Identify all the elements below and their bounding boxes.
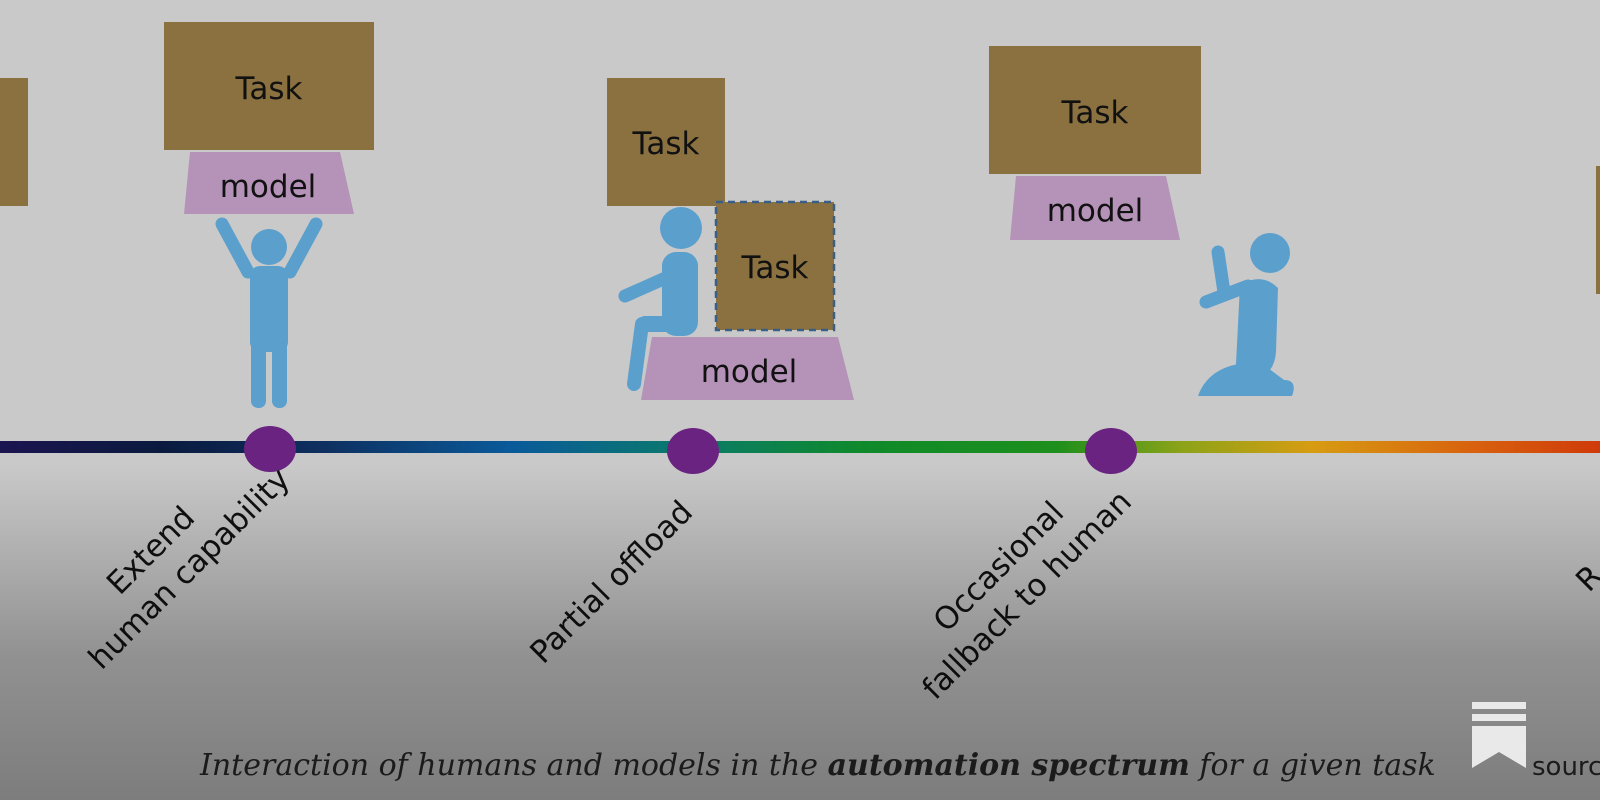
- spectrum-node-fallback: [1085, 428, 1137, 474]
- spectrum-node-partial: [667, 428, 719, 474]
- spectrum-node-extend: [244, 426, 296, 472]
- scene-fallback: Task model: [989, 46, 1294, 396]
- task-box-partial-right: [1596, 166, 1600, 294]
- task-box: [607, 78, 725, 206]
- task-box: [164, 22, 374, 150]
- spectrum-line: [0, 441, 1600, 453]
- bookmark-icon[interactable]: [1470, 702, 1528, 768]
- model-trapezoid: [184, 152, 354, 214]
- task-box-partial-left: [0, 78, 28, 206]
- task-label: Task: [632, 126, 700, 162]
- task-box-dashed: [714, 200, 836, 332]
- scene-extend: Task model: [164, 22, 374, 408]
- caption-bold: automation spectrum: [827, 748, 1190, 783]
- task-box: [989, 46, 1201, 174]
- task2-label: Task: [741, 250, 809, 286]
- task-label: Task: [1061, 95, 1129, 131]
- model-label: model: [1047, 193, 1144, 229]
- task-label: Task: [235, 71, 303, 107]
- model-label: model: [701, 354, 798, 390]
- model-trapezoid: [1010, 176, 1180, 240]
- source-text: sourc: [1532, 752, 1600, 782]
- caption-part1: Interaction of humans and models in the: [200, 748, 828, 783]
- caption-part2: for a given task: [1189, 748, 1436, 783]
- model-trapezoid: [641, 337, 854, 400]
- figure-caption: Interaction of humans and models in the …: [200, 748, 1436, 783]
- scene-partial-offload: Task Task model: [607, 78, 854, 400]
- model-label: model: [220, 169, 317, 205]
- human-seated-icon: [618, 207, 702, 391]
- human-kneeling-icon: [1198, 233, 1294, 396]
- human-lifting-icon: [215, 217, 323, 408]
